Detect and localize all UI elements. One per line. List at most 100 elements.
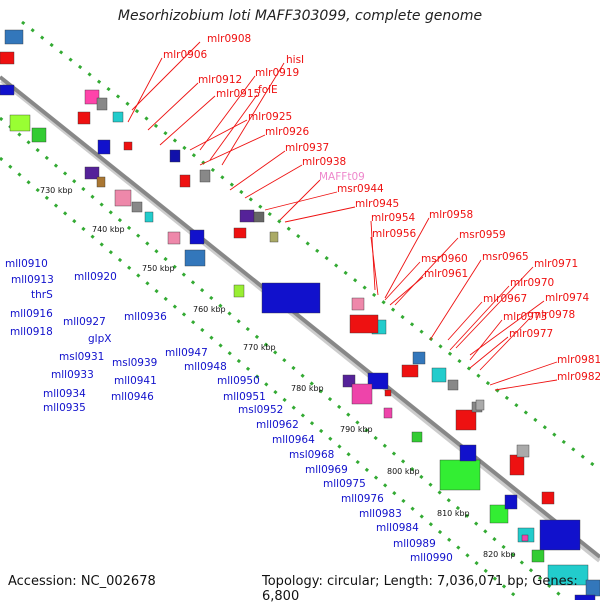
forward-gene-label: mlr0958 bbox=[429, 209, 473, 221]
forward-leader bbox=[284, 206, 356, 223]
kbp-tick-label: 820 kbp bbox=[483, 550, 516, 559]
gene-feature bbox=[351, 383, 373, 405]
gene-feature bbox=[504, 494, 518, 510]
gene-feature bbox=[233, 284, 245, 298]
forward-gene-label: mlr0973 bbox=[503, 311, 547, 323]
dotted-line bbox=[21, 20, 600, 472]
forward-gene-label: mlr0954 bbox=[371, 212, 416, 224]
strand-dotted-lines bbox=[0, 20, 600, 602]
forward-leader bbox=[429, 259, 482, 341]
forward-gene-label: mlr0967 bbox=[483, 293, 527, 305]
reverse-gene-label: mll0916 bbox=[10, 308, 53, 320]
reverse-gene-label: mll0936 bbox=[124, 311, 167, 323]
gene-feature bbox=[412, 351, 426, 365]
genome-title: Mesorhizobium loti MAFF303099, complete … bbox=[117, 8, 483, 24]
forward-gene-label: msr0965 bbox=[482, 251, 529, 263]
gene-feature bbox=[351, 297, 365, 311]
forward-gene-label: mlr0981 bbox=[557, 354, 600, 366]
forward-leader bbox=[494, 379, 558, 391]
forward-leader bbox=[370, 236, 379, 296]
forward-gene-label: mlr0912 bbox=[198, 74, 242, 86]
reverse-gene-label: thrS bbox=[31, 289, 53, 301]
reverse-gene-label: glpX bbox=[88, 333, 111, 345]
reverse-gene-label: msl0968 bbox=[289, 449, 334, 461]
gene-feature bbox=[459, 444, 477, 462]
forward-gene-label: mlr0926 bbox=[265, 126, 310, 138]
gene-feature bbox=[96, 97, 108, 111]
forward-leader bbox=[384, 217, 430, 299]
gene-features bbox=[0, 29, 600, 602]
kbp-tick-label: 730 kbp bbox=[40, 186, 73, 195]
forward-leader bbox=[131, 41, 201, 111]
reverse-gene-label: mll0976 bbox=[341, 493, 384, 505]
gene-feature bbox=[541, 491, 555, 505]
forward-leader bbox=[469, 319, 503, 361]
gene-feature bbox=[239, 209, 255, 223]
forward-gene-label: mlr0938 bbox=[302, 156, 346, 168]
gene-feature bbox=[233, 227, 247, 239]
forward-gene-label: mlr0919 bbox=[255, 67, 299, 79]
forward-gene-label: mlr0974 bbox=[545, 292, 590, 304]
forward-gene-label: mlr0945 bbox=[355, 198, 399, 210]
forward-gene-label: MAFFt09 bbox=[319, 171, 365, 183]
gene-feature bbox=[131, 201, 143, 213]
reverse-gene-label: mll0989 bbox=[393, 538, 436, 550]
kbp-tick-label: 770 kbp bbox=[243, 343, 276, 352]
reverse-gene-label: mll0947 bbox=[165, 347, 208, 359]
gene-feature bbox=[123, 141, 133, 151]
gene-feature bbox=[411, 431, 423, 443]
gene-feature bbox=[189, 229, 205, 245]
reverse-gene-label: mll0913 bbox=[11, 274, 54, 286]
forward-gene-label: msr0960 bbox=[421, 253, 468, 265]
forward-leader bbox=[279, 179, 321, 221]
reverse-gene-label: mll0920 bbox=[74, 271, 117, 283]
gene-feature bbox=[439, 459, 481, 491]
gene-feature bbox=[4, 29, 24, 45]
gene-feature bbox=[114, 189, 132, 207]
forward-leader bbox=[199, 134, 266, 166]
reverse-gene-label: mll0918 bbox=[10, 326, 53, 338]
forward-gene-label: mlr0908 bbox=[207, 33, 251, 45]
forward-gene-label: mlr0906 bbox=[163, 49, 208, 61]
forward-leader bbox=[127, 57, 163, 123]
forward-gene-label: mlr0971 bbox=[534, 258, 578, 270]
forward-leader bbox=[244, 164, 303, 199]
forward-leader bbox=[264, 191, 338, 211]
gene-feature bbox=[447, 379, 459, 391]
gene-feature bbox=[531, 549, 545, 563]
gene-feature bbox=[0, 51, 15, 65]
gene-feature bbox=[384, 389, 392, 397]
gene-feature bbox=[97, 139, 111, 155]
forward-gene-label: msr0944 bbox=[337, 183, 384, 195]
forward-leader bbox=[221, 62, 285, 166]
forward-gene-label: hisI bbox=[286, 54, 304, 66]
forward-leader bbox=[447, 301, 483, 341]
reverse-gene-label: mll0934 bbox=[43, 388, 86, 400]
forward-gene-label: mlr0956 bbox=[372, 228, 417, 240]
gene-feature bbox=[547, 564, 589, 586]
gene-feature bbox=[77, 111, 91, 125]
gene-feature bbox=[261, 282, 321, 314]
reverse-gene-label: mll0927 bbox=[63, 316, 106, 328]
forward-leader bbox=[455, 266, 534, 349]
forward-gene-label: mlr0982 bbox=[557, 371, 600, 383]
forward-gene-label: mlr0961 bbox=[424, 268, 468, 280]
reverse-gene-label: mll0935 bbox=[43, 402, 86, 414]
gene-feature bbox=[489, 504, 509, 524]
reverse-gene-label: mll0990 bbox=[410, 552, 453, 564]
forward-gene-label: mlr0977 bbox=[509, 328, 553, 340]
kbp-tick-label: 760 kbp bbox=[193, 305, 226, 314]
kbp-tick-label: 810 kbp bbox=[437, 509, 470, 518]
gene-feature bbox=[179, 174, 191, 188]
kbp-tick-label: 740 kbp bbox=[92, 225, 125, 234]
forward-leader bbox=[159, 95, 216, 146]
gene-feature bbox=[509, 454, 525, 476]
reverse-gene-label: msl0939 bbox=[112, 357, 157, 369]
reverse-gene-label: mll0962 bbox=[256, 419, 299, 431]
gene-feature bbox=[516, 444, 530, 458]
reverse-gene-label: mll0984 bbox=[376, 522, 419, 534]
reverse-gene-label: mll0983 bbox=[359, 508, 402, 520]
gene-feature bbox=[169, 149, 181, 163]
gene-feature bbox=[455, 409, 477, 431]
